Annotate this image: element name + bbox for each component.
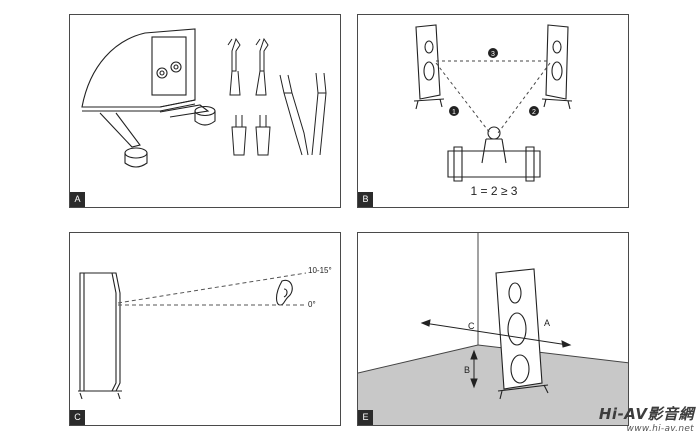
dim-b-label: B bbox=[464, 365, 470, 375]
angle-lines bbox=[117, 272, 307, 306]
panel-a-connection: A bbox=[69, 14, 341, 208]
room-floor bbox=[358, 345, 628, 425]
angle-bottom-label: 0° bbox=[308, 300, 316, 309]
panel-e-room: C A B E bbox=[357, 232, 629, 426]
dim-a-label: A bbox=[544, 318, 550, 328]
panel-b-illustration: 3 1 2 1 = 2 ≥ 3 bbox=[413, 24, 573, 198]
panel-label-a: A bbox=[70, 192, 85, 207]
marker-3: 3 bbox=[491, 51, 495, 58]
panel-label-b: B bbox=[358, 192, 373, 207]
outrigger-arm bbox=[99, 112, 141, 148]
speaker-cabinet-back bbox=[81, 28, 196, 108]
banana-plugs bbox=[279, 72, 327, 156]
spade-connectors bbox=[227, 37, 269, 96]
pin-connectors bbox=[231, 115, 271, 156]
triangle-lines bbox=[435, 60, 551, 134]
dim-c-label: C bbox=[468, 321, 475, 331]
listening-couch bbox=[447, 150, 541, 178]
panel-label-e: E bbox=[358, 410, 373, 425]
panel-b-placement: 3 1 2 1 = 2 ≥ 3 B bbox=[357, 14, 629, 208]
panel-c-illustration: 10-15° 0° bbox=[78, 266, 332, 400]
dimension-arrows bbox=[420, 319, 572, 389]
panel-a-illustration bbox=[81, 28, 327, 168]
marker-2: 2 bbox=[532, 109, 536, 116]
terminal-plate bbox=[151, 36, 187, 96]
watermark-brand: Hi-AV影音網 bbox=[598, 405, 694, 423]
marker-1: 1 bbox=[452, 109, 456, 116]
speaker-side-view bbox=[79, 272, 121, 392]
panel-label-c: C bbox=[70, 410, 85, 425]
right-speaker bbox=[545, 24, 569, 100]
watermark: Hi-AV影音網 www.hi-av.net bbox=[599, 403, 694, 434]
left-speaker bbox=[415, 24, 441, 100]
distance-formula: 1 = 2 ≥ 3 bbox=[471, 184, 518, 198]
spike-foot-1 bbox=[124, 153, 148, 168]
panel-e-illustration: C A B bbox=[358, 233, 628, 425]
listener-head bbox=[487, 126, 501, 140]
angle-top-label: 10-15° bbox=[308, 266, 332, 275]
spike-foot-2 bbox=[194, 111, 216, 126]
panel-c-angle: 10-15° 0° C bbox=[69, 232, 341, 426]
ear-icon bbox=[275, 279, 293, 306]
speaker-front bbox=[495, 268, 549, 400]
watermark-url: www.hi-av.net bbox=[626, 424, 694, 434]
triangle-markers: 3 1 2 bbox=[449, 48, 539, 116]
